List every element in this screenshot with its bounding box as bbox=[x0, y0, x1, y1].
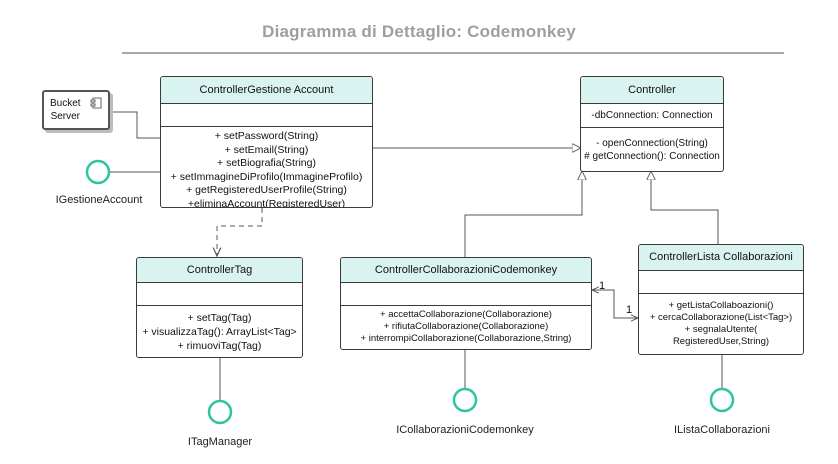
method: RegisteredUser,String) bbox=[672, 336, 770, 347]
attribute: -dbConnection: Connection bbox=[591, 110, 713, 121]
iface-codemonkey-circle bbox=[452, 387, 478, 413]
class-header: ControllerLista Collaborazioni bbox=[639, 245, 803, 271]
class-methods: + setTag(Tag) + visualizzaTag(): ArrayLi… bbox=[137, 306, 302, 353]
title-rule bbox=[122, 52, 784, 54]
method: + getListaCollaboazioni() bbox=[668, 300, 774, 311]
generalization-codemonkey-controller bbox=[464, 172, 582, 258]
class-controller-collaborazioni-codemonkey[interactable]: ControllerCollaborazioniCodemonkey + acc… bbox=[340, 257, 592, 350]
interface-label-gestione-account: IGestioneAccount bbox=[55, 194, 143, 206]
class-methods: - openConnection(String) # getConnection… bbox=[581, 128, 723, 163]
class-attributes bbox=[341, 283, 591, 306]
class-header: Controller bbox=[581, 77, 723, 104]
method: + interrompiCollaborazione(Collaborazion… bbox=[360, 333, 572, 344]
method: + setTag(Tag) bbox=[187, 312, 252, 324]
iface-account-circle bbox=[85, 159, 111, 185]
method: +eliminaAccount(RegisteredUser) bbox=[187, 197, 346, 208]
interface-label-lista-collaborazioni: IListaCollaborazioni bbox=[674, 424, 770, 436]
class-controller-gestione-account[interactable]: ControllerGestione Account + setPassword… bbox=[160, 76, 373, 208]
method: # getConnection(): Connection bbox=[584, 151, 720, 162]
dependency-account-tag bbox=[217, 208, 263, 256]
class-attributes: -dbConnection: Connection bbox=[581, 104, 723, 128]
bucket-server-label: Bucket Server bbox=[50, 97, 81, 123]
class-methods: + setPassword(String) + setEmail(String)… bbox=[161, 127, 372, 208]
multiplicity-lista: 1 bbox=[626, 304, 633, 316]
bucket-label-line1: Bucket bbox=[50, 98, 81, 109]
method: + rifiutaCollaborazione(Collaborazione) bbox=[383, 321, 549, 332]
class-controller-lista-collaborazioni[interactable]: ControllerLista Collaborazioni + getList… bbox=[638, 244, 804, 355]
class-header: ControllerCollaborazioniCodemonkey bbox=[341, 258, 591, 283]
bucket-server-component[interactable]: Bucket Server bbox=[42, 90, 110, 130]
interface-label-collaborazioni-codemonkey: ICollaborazioniCodemonkey bbox=[396, 424, 534, 436]
class-header: ControllerTag bbox=[137, 258, 302, 283]
method: + setPassword(String) bbox=[214, 130, 319, 142]
iface-lista-circle bbox=[709, 387, 735, 413]
class-methods: + getListaCollaboazioni() + cercaCollabo… bbox=[639, 294, 803, 348]
method: + setEmail(String) bbox=[224, 143, 309, 156]
class-methods: + accettaCollaborazione(Collaborazione) … bbox=[341, 306, 591, 345]
method: + accettaCollaborazione(Collaborazione) bbox=[380, 309, 552, 320]
class-controller[interactable]: Controller -dbConnection: Connection - o… bbox=[580, 76, 724, 172]
method: + rimuoviTag(Tag) bbox=[177, 340, 262, 352]
bucket-label-line2: Server bbox=[50, 111, 81, 122]
generalization-lista-controller bbox=[651, 172, 719, 244]
diagram-title: Diagramma di Dettaglio: Codemonkey bbox=[262, 22, 576, 41]
bucket-link-line bbox=[110, 111, 160, 139]
method: + visualizzaTag(): ArrayList<Tag> bbox=[142, 326, 297, 338]
method: + cercaCollaborazione(List<Tag>) bbox=[649, 312, 793, 323]
method: + setImmagineDiProfilo(ImmagineProfilo) bbox=[170, 170, 363, 183]
iface-tag-circle bbox=[207, 399, 233, 425]
method: + setBiografia(String) bbox=[217, 157, 316, 169]
multiplicity-codemonkey: 1 bbox=[599, 280, 606, 292]
class-attributes bbox=[639, 271, 803, 294]
class-attributes bbox=[161, 104, 372, 127]
class-attributes bbox=[137, 283, 302, 306]
association-codemonkey-lista bbox=[592, 290, 638, 318]
class-controller-tag[interactable]: ControllerTag + setTag(Tag) + visualizza… bbox=[136, 257, 303, 358]
method: + getRegisteredUserProfile(String) bbox=[186, 184, 347, 196]
interface-label-tag-manager: ITagManager bbox=[187, 436, 253, 448]
class-header: ControllerGestione Account bbox=[161, 77, 372, 104]
method: + segnalaUtente( bbox=[684, 324, 758, 335]
method: - openConnection(String) bbox=[596, 138, 708, 149]
component-icon bbox=[90, 97, 102, 109]
